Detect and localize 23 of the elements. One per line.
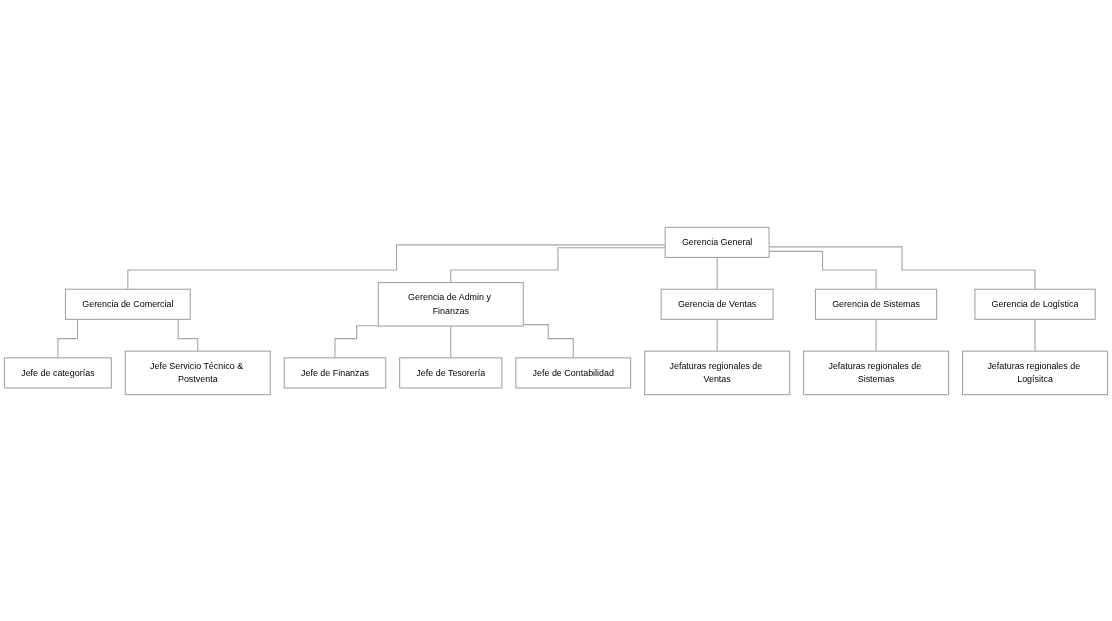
node-box: Gerencia General	[664, 226, 770, 258]
node-box: Jefe de Contabilidad	[515, 356, 632, 389]
node-box: Gerencia de Ventas	[660, 288, 774, 320]
connector	[716, 256, 718, 290]
node-box: Gerencia de Sistemas	[814, 288, 938, 320]
connector	[450, 325, 452, 358]
node-box: Jefe Servicio Técnico & Postventa	[124, 350, 271, 395]
connector	[127, 243, 666, 290]
node-box: Jefe de categorías	[3, 356, 112, 389]
node-box: Jefe de Tesorería	[399, 356, 503, 389]
node-box: Jefaturas regionales de Logísitca	[961, 350, 1109, 395]
node-box: Gerencia de Logística	[974, 288, 1096, 320]
node-box: Jefe de Finanzas	[283, 356, 387, 389]
connector	[522, 323, 574, 358]
connector	[875, 318, 877, 352]
connector	[334, 324, 379, 358]
connector	[1034, 318, 1036, 352]
connector	[450, 246, 666, 283]
node-box: Gerencia de Admin y Finanzas	[377, 281, 524, 327]
connector	[716, 318, 718, 352]
node-box: Jefaturas regionales de Sistemas	[803, 350, 950, 395]
node-box: Gerencia de Comercial	[64, 288, 191, 320]
node-box: Jefaturas regionales de Ventas	[644, 350, 791, 395]
